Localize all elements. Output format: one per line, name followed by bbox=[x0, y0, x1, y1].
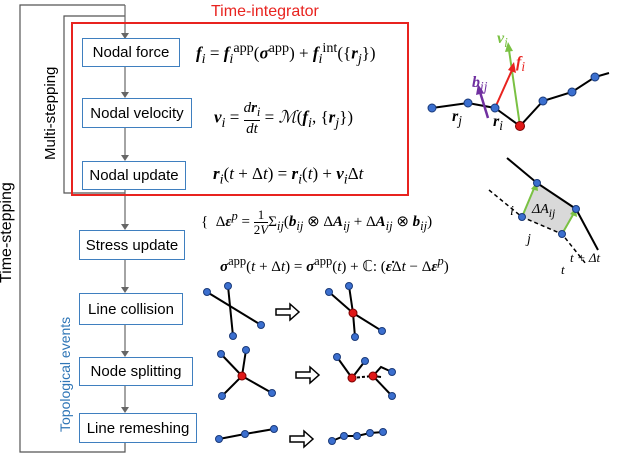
t-plus-dt-label: t + Δt bbox=[570, 250, 601, 265]
force-equation: fi = fiapp(σapp) + fiint({rj}) bbox=[196, 40, 376, 68]
node-splitting-label: Node splitting bbox=[90, 363, 182, 380]
t-label: t bbox=[561, 262, 565, 277]
line-remeshing-box: Line remeshing bbox=[79, 413, 197, 443]
node-splitting-box: Node splitting bbox=[79, 357, 193, 386]
swept-area-diagram bbox=[488, 157, 599, 265]
stress-equation: σapp(t + Δt) = σapp(t) + ℂ: (ε̇Δt − Δεp) bbox=[220, 254, 449, 275]
nodal-force-label: Nodal force bbox=[92, 44, 170, 61]
rj-label: rj bbox=[452, 108, 462, 129]
update-equation: ri(t + Δt) = ri(t) + viΔt bbox=[213, 164, 364, 188]
line-remeshing-label: Line remeshing bbox=[86, 419, 190, 437]
nodal-force-box: Nodal force bbox=[82, 38, 180, 67]
topo-arrow-1 bbox=[275, 302, 301, 322]
nodal-velocity-box: Nodal velocity bbox=[82, 98, 192, 128]
fi-label: fi bbox=[516, 54, 526, 75]
line-collision-box: Line collision bbox=[79, 293, 183, 325]
collision-before bbox=[203, 282, 265, 340]
j-label: j bbox=[527, 232, 531, 247]
topo-arrow-3 bbox=[289, 429, 315, 449]
nodal-update-box: Nodal update bbox=[82, 161, 186, 190]
multi-stepping-label: Multi-stepping bbox=[42, 66, 59, 160]
splitting-after bbox=[333, 353, 396, 400]
dislocation-line-diagram bbox=[427, 42, 610, 131]
splitting-before bbox=[217, 346, 276, 400]
ri-label: ri bbox=[493, 113, 503, 134]
time-stepping-label: Time-stepping bbox=[0, 182, 15, 283]
i-label: i bbox=[510, 204, 514, 219]
nodal-velocity-label: Nodal velocity bbox=[90, 104, 184, 122]
time-integrator-title: Time-integrator bbox=[211, 3, 319, 20]
topological-events-label: Topological events bbox=[57, 316, 73, 432]
multi-stepping-loop bbox=[63, 15, 125, 194]
line-collision-label: Line collision bbox=[88, 300, 174, 318]
remeshing-after bbox=[328, 428, 387, 445]
time-stepping-loop bbox=[19, 4, 126, 453]
dA-label: ΔAij bbox=[532, 202, 556, 220]
collision-after bbox=[325, 282, 386, 341]
bij-label: bij bbox=[472, 74, 488, 95]
topo-arrow-2 bbox=[295, 365, 321, 385]
time-integrator-frame bbox=[71, 22, 409, 196]
stress-update-label: Stress update bbox=[85, 236, 179, 254]
nodal-update-label: Nodal update bbox=[89, 167, 179, 184]
vi-label: vi bbox=[497, 30, 508, 51]
remeshing-before bbox=[215, 425, 278, 443]
stress-update-box: Stress update bbox=[79, 230, 185, 260]
